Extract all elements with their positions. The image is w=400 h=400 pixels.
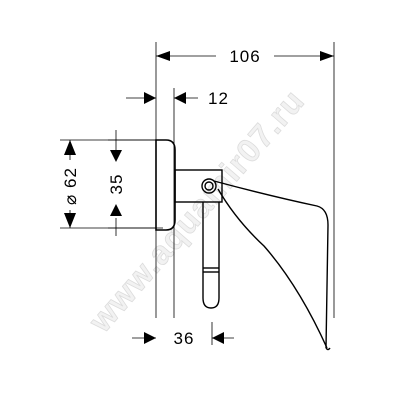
dimension-overall-width: 106 <box>229 47 260 66</box>
dimension-hole-spacing: 35 <box>107 174 126 195</box>
wall-plate <box>155 139 176 231</box>
arrowheads <box>64 51 334 344</box>
curved-flap <box>213 180 331 351</box>
dimension-diameter: ⌀ 62 <box>61 167 80 205</box>
mount-block <box>174 169 223 203</box>
dimension-arm-width: 36 <box>174 329 195 348</box>
holder-arm <box>202 202 220 309</box>
dimension-plate-depth: 12 <box>208 89 229 108</box>
